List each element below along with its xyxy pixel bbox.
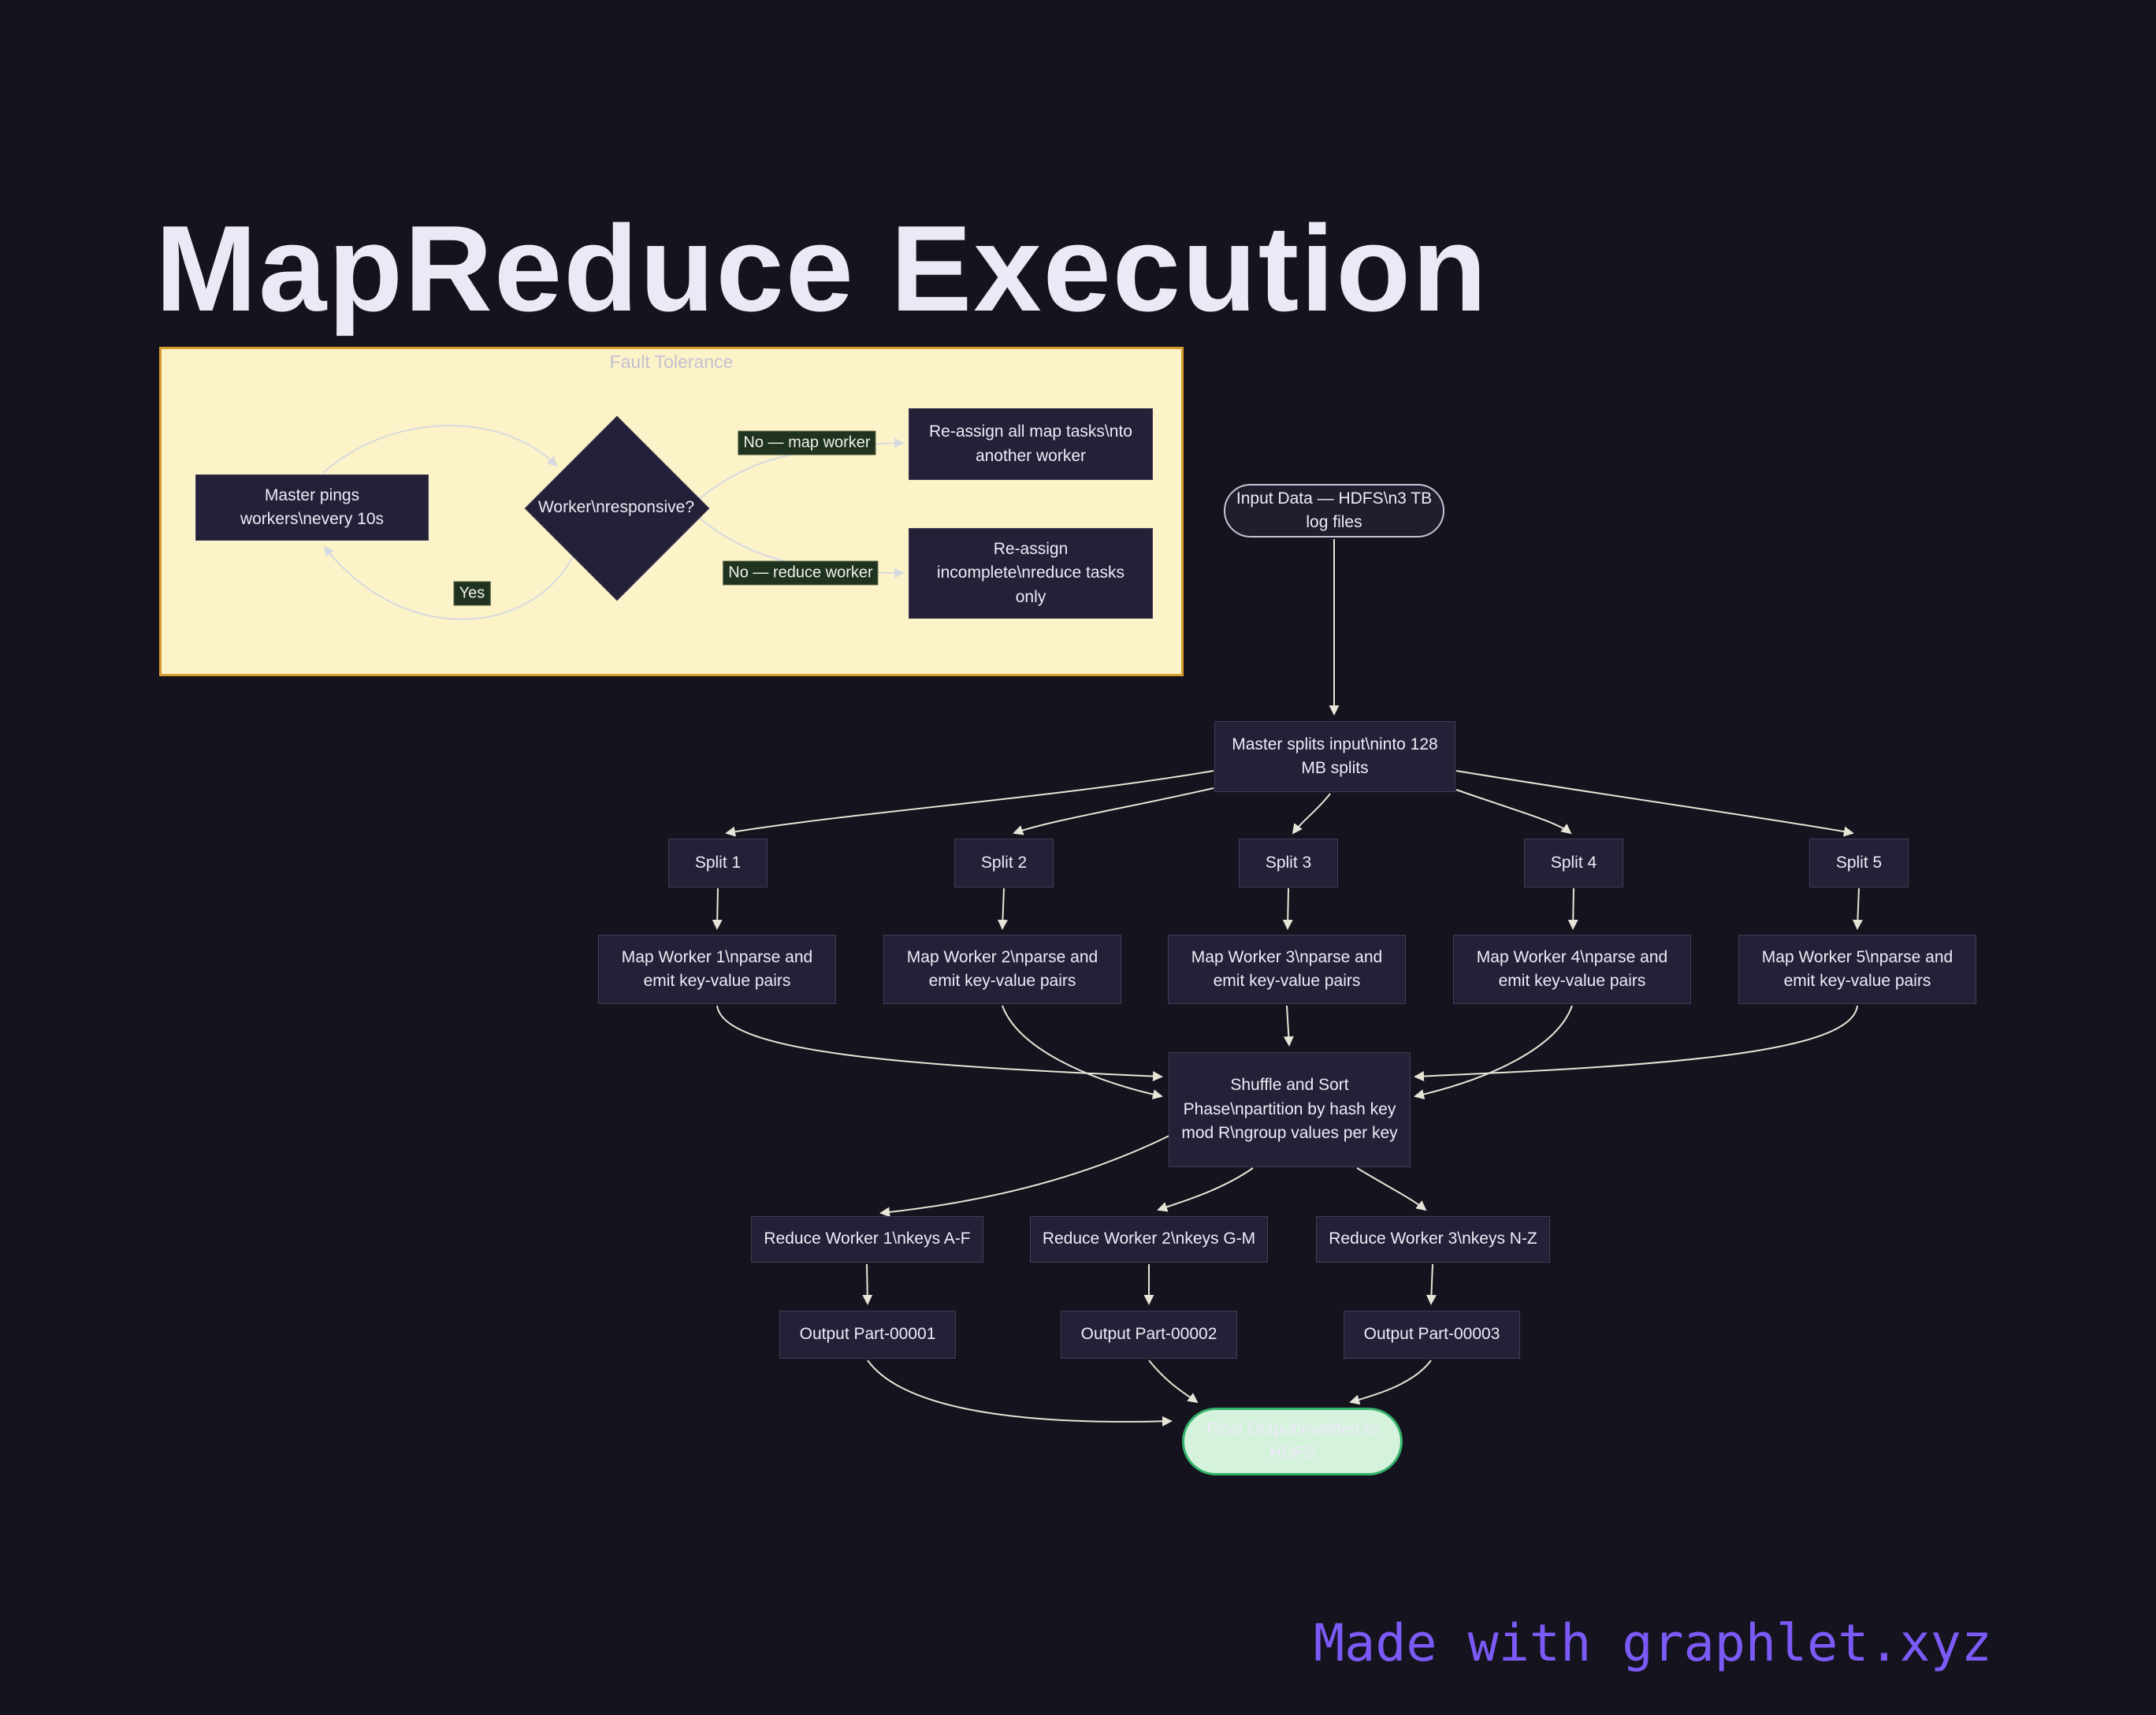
reassign-map-node: Re-assign all map tasks\nto another work… [909, 408, 1153, 480]
split-3-node: Split 3 [1239, 839, 1338, 887]
master-splits-node: Master splits input\ninto 128 MB splits [1214, 721, 1455, 792]
map-worker-5-node: Map Worker 5\nparse and emit key-value p… [1738, 935, 1976, 1004]
split-1-node: Split 1 [668, 839, 768, 887]
map-worker-1-node: Map Worker 1\nparse and emit key-value p… [598, 935, 836, 1004]
output-part-2-node: Output Part-00002 [1061, 1311, 1237, 1359]
reduce-worker-2-node: Reduce Worker 2\nkeys G-M [1030, 1216, 1268, 1263]
worker-responsive-decision: Worker\nresponsive? [524, 415, 710, 601]
page-title: MapReduce Execution [155, 199, 1489, 337]
shuffle-sort-node: Shuffle and Sort Phase\npartition by has… [1169, 1052, 1411, 1167]
edge-label-no-map: No — map worker [738, 430, 876, 456]
watermark-link[interactable]: Made with graphlet.xyz [1314, 1614, 1992, 1673]
map-worker-2-node: Map Worker 2\nparse and emit key-value p… [883, 935, 1121, 1004]
reduce-worker-1-node: Reduce Worker 1\nkeys A-F [751, 1216, 983, 1263]
output-part-3-node: Output Part-00003 [1344, 1311, 1520, 1359]
reassign-reduce-node: Re-assign incomplete\nreduce tasks only [909, 528, 1153, 619]
group-title: Fault Tolerance [609, 352, 734, 372]
master-pings-node: Master pings workers\nevery 10s [195, 474, 429, 541]
reduce-worker-3-node: Reduce Worker 3\nkeys N-Z [1316, 1216, 1550, 1263]
edge-label-no-reduce: No — reduce worker [723, 560, 879, 586]
split-4-node: Split 4 [1524, 839, 1623, 887]
split-2-node: Split 2 [954, 839, 1054, 887]
edge-label-yes: Yes [453, 581, 491, 606]
map-worker-3-node: Map Worker 3\nparse and emit key-value p… [1168, 935, 1406, 1004]
final-output-node: Final Output\nwritten to HDFS [1182, 1408, 1403, 1475]
decision-label: Worker\nresponsive? [537, 498, 695, 516]
input-data-node: Input Data — HDFS\n3 TB log files [1224, 484, 1444, 538]
map-worker-4-node: Map Worker 4\nparse and emit key-value p… [1453, 935, 1691, 1004]
split-5-node: Split 5 [1809, 839, 1909, 887]
output-part-1-node: Output Part-00001 [779, 1311, 956, 1359]
